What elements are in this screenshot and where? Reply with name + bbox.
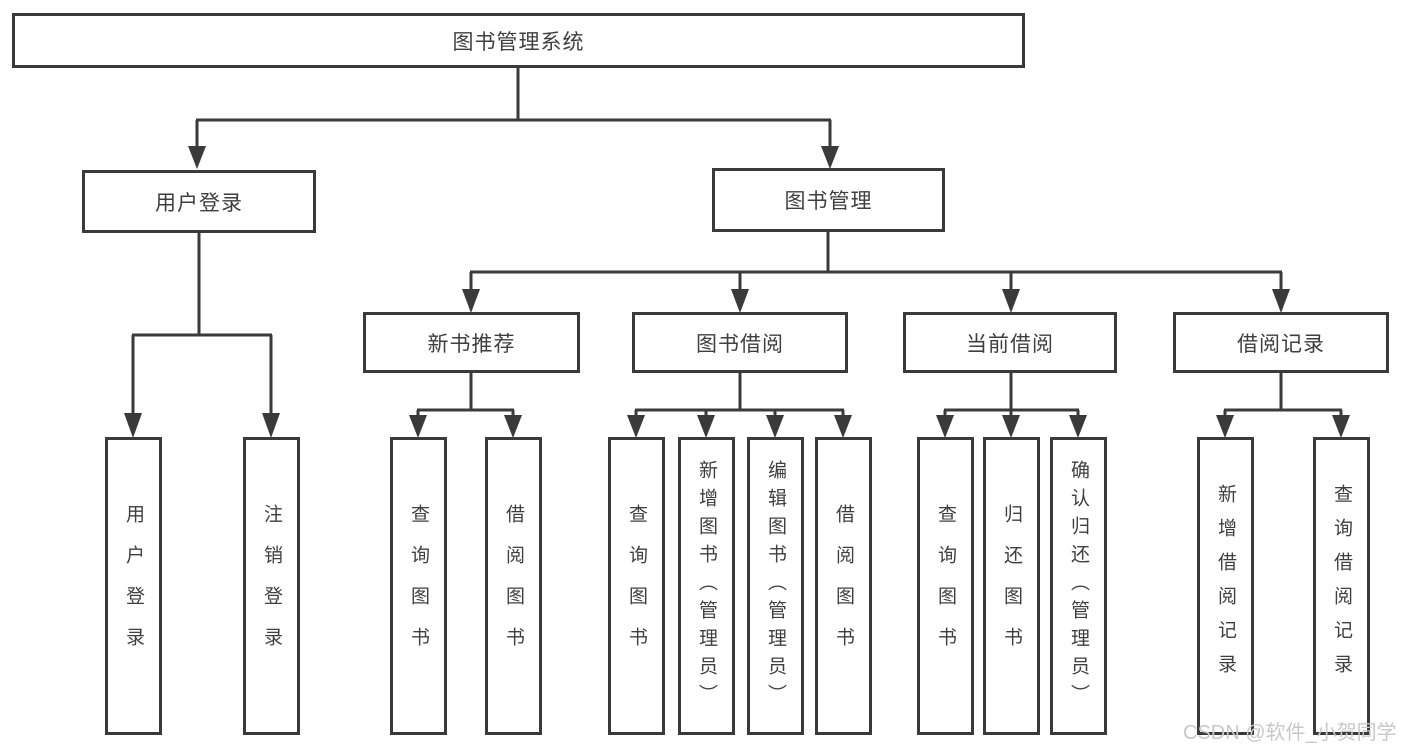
node-root-system: 图书管理系统 <box>12 13 1025 68</box>
leaf-add-borrow-record: 新增借阅记录 <box>1197 437 1254 735</box>
edge-current-borrow-children <box>936 373 1087 438</box>
node-user-login-label: 用户登录 <box>155 191 243 215</box>
leaf-query-books-current-label: 查询图书 <box>935 504 956 668</box>
leaf-confirm-return-admin-label: 确认归还（管理员） <box>1068 460 1089 712</box>
leaf-borrow-books-label: 借阅图书 <box>833 504 854 668</box>
leaf-add-borrow-record-label: 新增借阅记录 <box>1215 484 1236 688</box>
leaf-edit-books-admin-label: 编辑图书（管理员） <box>765 460 786 712</box>
node-borrow-records-label: 借阅记录 <box>1237 332 1325 356</box>
leaf-edit-books-admin: 编辑图书（管理员） <box>747 437 804 735</box>
leaf-query-books-recommend: 查询图书 <box>390 437 447 735</box>
node-new-book-recommend-label: 新书推荐 <box>427 332 516 356</box>
leaf-user-login-label: 用户登录 <box>123 504 144 668</box>
node-user-login: 用户登录 <box>82 170 316 233</box>
leaf-borrow-books: 借阅图书 <box>815 437 872 735</box>
leaf-query-books-current: 查询图书 <box>917 437 974 735</box>
leaf-borrow-books-recommend-label: 借阅图书 <box>503 504 524 668</box>
edge-root-to-level2 <box>188 68 839 169</box>
leaf-logout: 注销登录 <box>243 437 300 735</box>
leaf-user-login: 用户登录 <box>105 437 162 735</box>
edge-book-mgmt-children <box>462 232 1290 313</box>
node-book-management-label: 图书管理 <box>784 190 873 213</box>
leaf-return-books-label: 归还图书 <box>1001 504 1022 668</box>
node-new-book-recommend: 新书推荐 <box>363 312 580 373</box>
edge-book-borrow-children <box>627 373 852 438</box>
node-borrow-records: 借阅记录 <box>1173 312 1389 373</box>
edge-user-login-children <box>124 233 280 438</box>
node-current-borrow: 当前借阅 <box>903 312 1117 373</box>
edge-borrow-records-children <box>1216 373 1350 438</box>
leaf-borrow-books-recommend: 借阅图书 <box>485 437 542 735</box>
leaf-query-borrow-record: 查询借阅记录 <box>1313 437 1370 735</box>
leaf-logout-label: 注销登录 <box>261 504 282 668</box>
leaf-return-books: 归还图书 <box>983 437 1040 735</box>
node-current-borrow-label: 当前借阅 <box>966 332 1054 356</box>
node-book-borrow-label: 图书借阅 <box>696 332 784 356</box>
leaf-query-books-borrow-label: 查询图书 <box>626 504 647 668</box>
csdn-watermark: CSDN @软件_小贺同学 <box>1183 722 1397 744</box>
node-book-management: 图书管理 <box>712 168 945 232</box>
leaf-add-books-admin-label: 新增图书（管理员） <box>696 460 717 712</box>
leaf-query-borrow-record-label: 查询借阅记录 <box>1331 484 1352 688</box>
edge-new-books-children <box>409 373 522 438</box>
leaf-confirm-return-admin: 确认归还（管理员） <box>1050 437 1107 735</box>
node-book-borrow: 图书借阅 <box>632 312 848 373</box>
leaf-query-books-recommend-label: 查询图书 <box>408 504 429 668</box>
leaf-add-books-admin: 新增图书（管理员） <box>678 437 735 735</box>
node-root-label: 图书管理系统 <box>452 30 585 54</box>
leaf-query-books-borrow: 查询图书 <box>608 437 665 735</box>
